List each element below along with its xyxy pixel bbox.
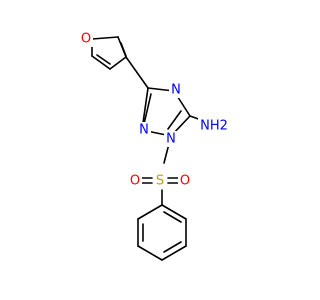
bond [143, 93, 152, 125]
sulfur-label: S [156, 174, 164, 189]
bond [163, 211, 182, 223]
triazole-nitrogen-bottom-label: N [166, 132, 176, 147]
atom-label-bg [128, 173, 142, 189]
bond [161, 245, 187, 261]
amine-label: NH2 [200, 119, 228, 134]
bond [96, 54, 111, 65]
bond [167, 110, 182, 130]
bond [161, 204, 187, 220]
bond [125, 56, 149, 89]
bond [91, 36, 119, 40]
atom-label-bg [198, 117, 230, 135]
triazole-nitrogen-left-label: N [139, 123, 149, 138]
atom-label-bg [178, 173, 192, 189]
molecule-diagram: O N N N NH2 S O O [79, 31, 230, 261]
bond [163, 241, 182, 253]
furan-ring [91, 36, 127, 70]
sulfonyl-oxygen-left-label: O [130, 174, 140, 189]
atom-label-bg [169, 82, 183, 98]
atom-label-bg [79, 31, 93, 47]
atom-label-bg [164, 131, 178, 147]
bond [120, 42, 127, 57]
atom-label-bg [137, 122, 151, 138]
atom-label-bg [153, 173, 167, 189]
bond [137, 245, 163, 261]
bond [137, 204, 163, 220]
triazole-nitrogen-top-label: N [171, 83, 181, 98]
benzene-ring [137, 204, 187, 261]
structure-drawing: O N N N NH2 S O O [79, 31, 230, 261]
sulfonyl-group [140, 177, 180, 184]
sulfonyl-oxygen-right-label: O [180, 174, 190, 189]
bond [109, 56, 127, 70]
furan-oxygen-label: O [81, 32, 91, 47]
bond [91, 55, 111, 70]
